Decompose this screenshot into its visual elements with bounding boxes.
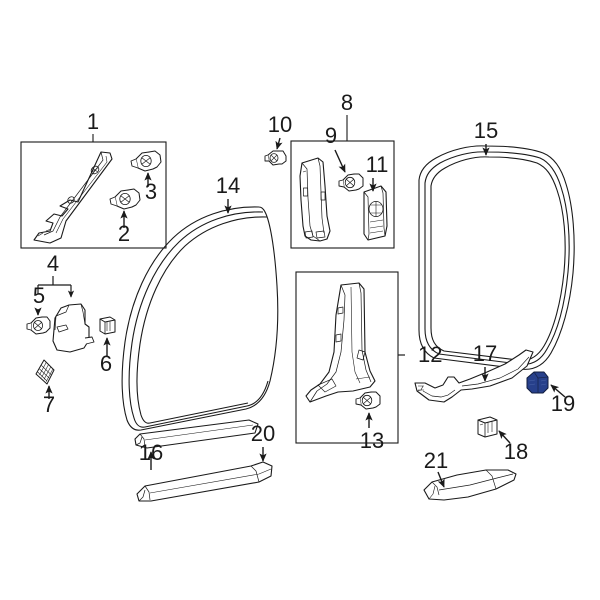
callout-label-1[interactable]: 1: [87, 109, 99, 134]
callout-label-3[interactable]: 3: [145, 179, 157, 204]
callout-leader-4: [37, 276, 75, 298]
callout-arrow-9: [334, 149, 346, 173]
callout-label-15[interactable]: 15: [474, 118, 498, 143]
callout-label-6[interactable]: 6: [100, 351, 112, 376]
callout-label-12[interactable]: 12: [418, 342, 442, 367]
callout-label-14[interactable]: 14: [216, 173, 240, 198]
callout-label-8[interactable]: 8: [341, 90, 353, 115]
square-clip-part[interactable]: [99, 316, 116, 335]
center-pillar-lower-trim-part[interactable]: [305, 282, 376, 403]
mesh-speaker-grille-part[interactable]: [35, 359, 55, 385]
outer-clip-part[interactable]: [264, 150, 287, 166]
callout-label-16[interactable]: 16: [139, 440, 163, 465]
part-group-center-pillar-lower-trim[interactable]: [295, 271, 399, 444]
callout-arrow-18: [498, 430, 511, 444]
kick-panel-assembly-part[interactable]: [52, 303, 95, 353]
callout-label-13[interactable]: 13: [360, 428, 384, 453]
seat-belt-anchor-cover-part[interactable]: [363, 185, 388, 241]
front-pillar-trim-part[interactable]: [33, 151, 113, 244]
callout-label-21[interactable]: 21: [424, 448, 448, 473]
lower-trim-clip-part[interactable]: [355, 391, 381, 410]
callout-arrow-10: [275, 137, 283, 150]
center-pillar-upper-trim-part[interactable]: [299, 157, 331, 242]
callout-label-5[interactable]: 5: [33, 283, 45, 308]
highlighted-clip-part[interactable]: [526, 371, 549, 394]
callout-labels: 1 2 3 4 5 6 7 8 9 10 11 12 13 14 15 16 1…: [33, 90, 575, 473]
front-scuff-plate-part[interactable]: [134, 419, 259, 449]
kick-panel-grommet-part[interactable]: [26, 316, 51, 335]
callout-label-7[interactable]: 7: [43, 392, 55, 417]
callout-label-20[interactable]: 20: [251, 421, 275, 446]
part-group-front-pillar-trim[interactable]: [20, 141, 167, 249]
callout-label-11[interactable]: 11: [366, 152, 389, 177]
callout-label-2[interactable]: 2: [118, 221, 130, 246]
callout-label-9[interactable]: 9: [325, 123, 337, 148]
group-box-8[interactable]: [290, 140, 395, 249]
square-retainer-part[interactable]: [477, 416, 498, 438]
front-door-weatherstrip-part[interactable]: [121, 206, 279, 431]
callout-label-19[interactable]: 19: [551, 391, 575, 416]
part-group-center-pillar-trim[interactable]: [290, 140, 395, 249]
callout-label-18[interactable]: 18: [504, 439, 528, 464]
group-box-12[interactable]: [295, 271, 399, 444]
center-pillar-clip-part[interactable]: [338, 173, 364, 192]
callout-arrow-19: [550, 384, 566, 398]
callout-arrow-21: [437, 471, 445, 488]
rear-door-sill-trim-part[interactable]: [423, 469, 517, 501]
rear-door-weatherstrip-part[interactable]: [418, 145, 575, 370]
pillar-trim-clip-upper-part[interactable]: [130, 150, 162, 172]
rear-scuff-plate-part[interactable]: [136, 461, 273, 502]
callout-label-17[interactable]: 17: [473, 341, 497, 366]
callout-label-4[interactable]: 4: [47, 251, 59, 276]
callout-label-10[interactable]: 10: [268, 112, 292, 137]
rear-pillar-garnish-part[interactable]: [414, 349, 534, 403]
pillar-trim-clip-lower-part[interactable]: [109, 188, 141, 210]
